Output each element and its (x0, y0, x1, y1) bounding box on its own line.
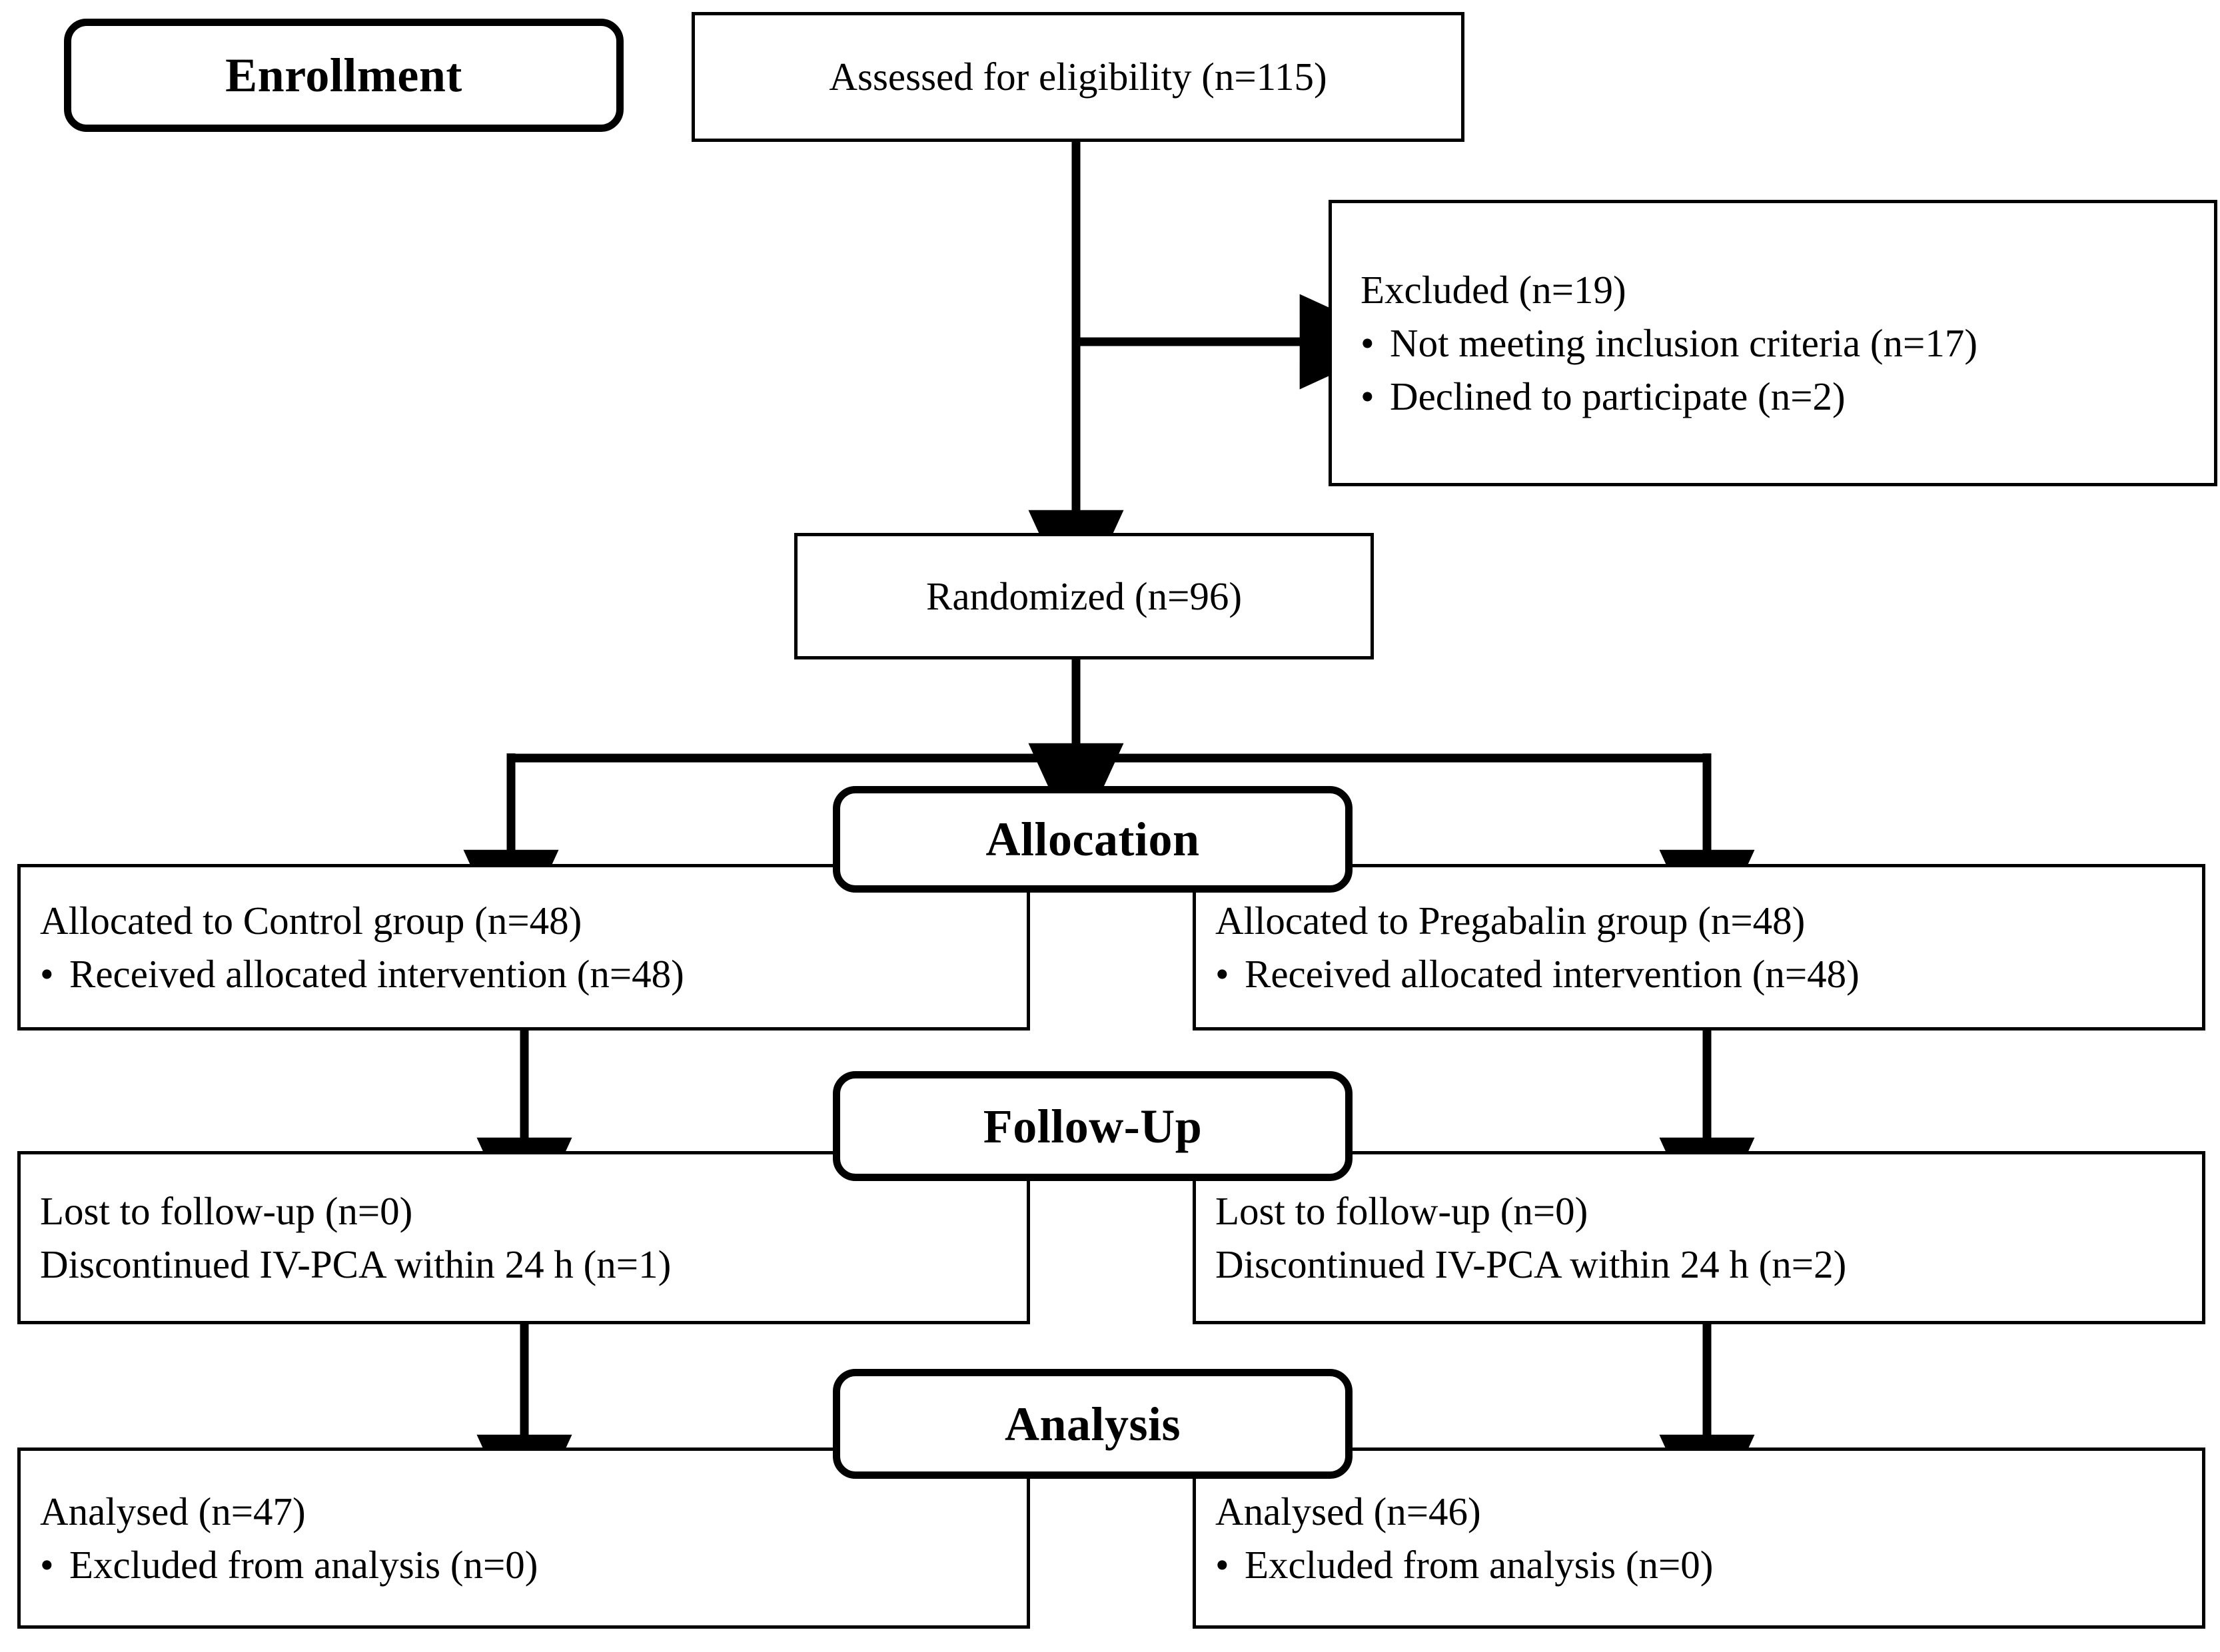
analysed-control-content: Analysed (n=47) • Excluded from analysis … (17, 1447, 1030, 1629)
allocated-pregabalin-line-2: • Received allocated intervention (n=48) (1215, 947, 2205, 1001)
allocated-control-line-2: • Received allocated intervention (n=48) (40, 947, 1030, 1001)
analysed-pregabalin-line-1: Analysed (n=46) (1215, 1489, 1481, 1533)
box-assessed-for-eligibility (692, 12, 1464, 142)
box-excluded (1329, 200, 2217, 486)
stage-label-followup: Follow-Up (833, 1071, 1353, 1181)
followup-control-line-2: Discontinued IV-PCA within 24 h (n=1) (40, 1242, 672, 1286)
stage-label-analysis: Analysis (833, 1369, 1353, 1479)
box-allocated-pregabalin (1193, 864, 2205, 1031)
allocated-control-line-2-text: Received allocated intervention (n=48) (69, 952, 684, 996)
followup-pregabalin-content: Lost to follow-up (n=0) Discontinued IV-… (1193, 1151, 2205, 1324)
bullet-icon: • (1361, 374, 1375, 419)
excluded-line-3: • Declined to participate (n=2) (1361, 370, 2217, 423)
bullet-icon: • (1361, 320, 1375, 365)
bullet-icon: • (1215, 952, 1229, 996)
stage-label-allocation-text: Allocation (985, 813, 1200, 866)
excluded-content: Excluded (n=19) • Not meeting inclusion c… (1329, 200, 2217, 486)
randomized-content: Randomized (n=96) (794, 533, 1374, 659)
followup-pregabalin-line-2: Discontinued IV-PCA within 24 h (n=2) (1215, 1242, 1847, 1286)
excluded-line-3-text: Declined to participate (n=2) (1390, 374, 1846, 419)
allocated-pregabalin-line-1: Allocated to Pregabalin group (n=48) (1215, 898, 1806, 943)
excluded-line-1: Excluded (n=19) (1361, 267, 1626, 312)
box-followup-control (17, 1151, 1030, 1324)
analysed-pregabalin-line-2-text: Excluded from analysis (n=0) (1245, 1543, 1714, 1587)
analysed-pregabalin-content: Analysed (n=46) • Excluded from analysis … (1193, 1447, 2205, 1629)
allocated-pregabalin-content: Allocated to Pregabalin group (n=48) • Re… (1193, 864, 2205, 1031)
allocated-control-line-1: Allocated to Control group (n=48) (40, 898, 582, 943)
stage-label-followup-text: Follow-Up (983, 1099, 1203, 1153)
allocated-control-content: Allocated to Control group (n=48) • Recei… (17, 864, 1030, 1031)
excluded-line-2-text: Not meeting inclusion criteria (n=17) (1390, 320, 1977, 365)
followup-pregabalin-line-1: Lost to follow-up (n=0) (1215, 1188, 1588, 1233)
stage-label-enrollment: Enrollment (64, 19, 624, 132)
assessed-line-1: Assessed for eligibility (n=115) (829, 55, 1327, 99)
assessed-for-eligibility-content: Assessed for eligibility (n=115) (692, 12, 1464, 142)
allocated-pregabalin-line-2-text: Received allocated intervention (n=48) (1245, 952, 1860, 996)
analysed-control-line-1: Analysed (n=47) (40, 1489, 306, 1533)
stage-label-analysis-text: Analysis (1004, 1397, 1181, 1451)
box-followup-pregabalin (1193, 1151, 2205, 1324)
stage-label-enrollment-text: Enrollment (225, 49, 462, 102)
randomized-line-1: Randomized (n=96) (925, 574, 1243, 618)
analysed-pregabalin-line-2: • Excluded from analysis (n=0) (1215, 1538, 2205, 1591)
stage-label-allocation: Allocation (833, 786, 1353, 893)
followup-control-line-1: Lost to follow-up (n=0) (40, 1188, 413, 1233)
box-analysed-pregabalin (1193, 1447, 2205, 1629)
analysed-control-line-2: • Excluded from analysis (n=0) (40, 1538, 1030, 1591)
excluded-line-2: • Not meeting inclusion criteria (n=17) (1361, 316, 2217, 370)
analysed-control-line-2-text: Excluded from analysis (n=0) (69, 1543, 538, 1587)
followup-control-content: Lost to follow-up (n=0) Discontinued IV-… (17, 1151, 1030, 1324)
bullet-icon: • (40, 952, 54, 996)
bullet-icon: • (1215, 1543, 1229, 1587)
box-randomized (794, 533, 1374, 659)
bullet-icon: • (40, 1543, 54, 1587)
